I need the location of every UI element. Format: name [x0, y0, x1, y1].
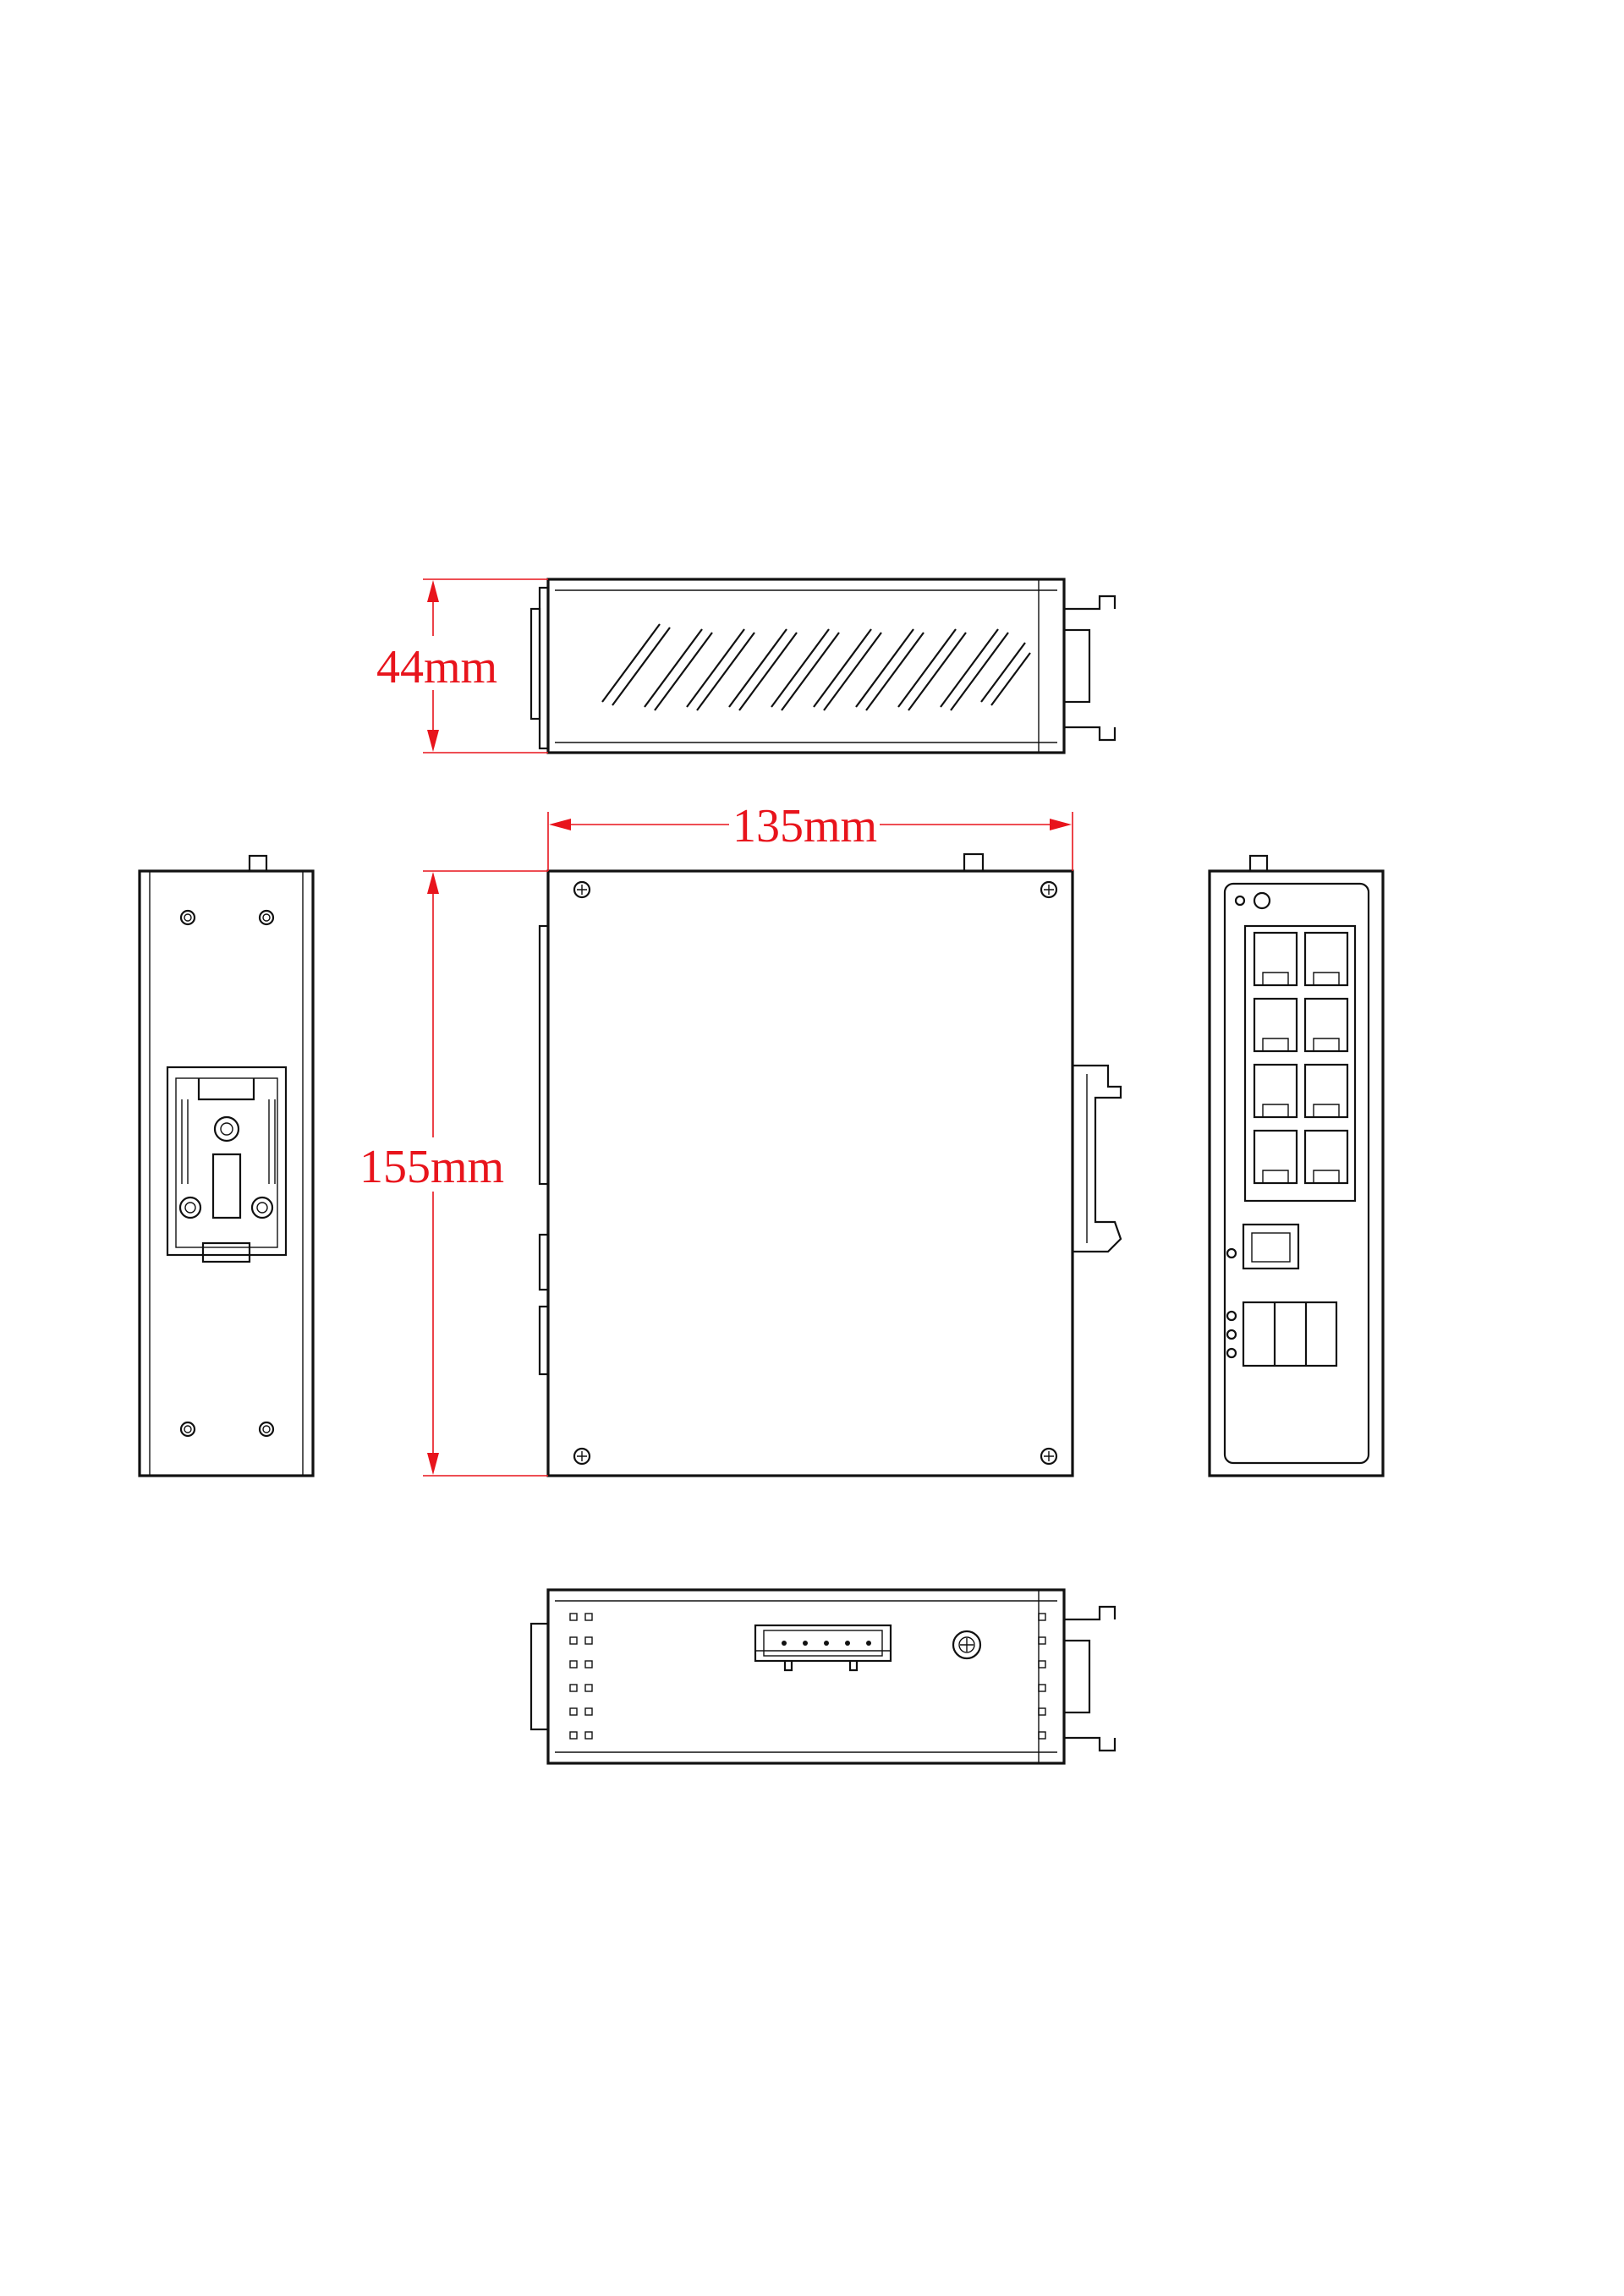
height-label: 44mm	[376, 641, 497, 693]
rj45-port	[1303, 1063, 1349, 1119]
bottom-view-housing	[546, 1588, 1066, 1765]
rj45-port	[1303, 931, 1349, 987]
width-label-backdrop	[729, 795, 880, 849]
width-arrow-right	[1050, 819, 1072, 830]
depth-arrow-bottom	[427, 1453, 439, 1475]
height-arrow-top	[427, 580, 439, 602]
rj45-port	[1303, 997, 1349, 1053]
front-panel-console-port	[1226, 1223, 1300, 1270]
width-label: 135mm	[732, 800, 877, 852]
rj45-port	[1303, 1129, 1349, 1185]
width-arrow-left	[549, 819, 571, 830]
depth-arrow-top	[427, 872, 439, 894]
bottom-view-vent-holes-left	[569, 1613, 593, 1740]
main-view-ground-screw	[963, 852, 985, 873]
front-panel-rj45-grid	[1243, 924, 1357, 1203]
main-view-screw-bottom-left	[573, 1447, 591, 1466]
front-panel-housing	[1208, 869, 1385, 1477]
top-view-left-tab	[529, 607, 541, 721]
rear-view-ground-screw	[248, 854, 268, 873]
front-panel-face	[1223, 882, 1370, 1465]
depth-label-backdrop	[355, 1137, 506, 1192]
front-panel-led-power	[1234, 895, 1246, 907]
bottom-view-din-rail-block	[1062, 1639, 1091, 1714]
rj45-port	[1253, 997, 1298, 1053]
bottom-view	[529, 1588, 1116, 1765]
rj45-port	[1253, 1063, 1298, 1119]
height-dimension: 44mm	[370, 578, 548, 753]
front-panel-sfp-ports	[1226, 1301, 1338, 1367]
main-view-left-rib	[538, 924, 550, 1186]
bottom-view-left-tab	[529, 1622, 550, 1731]
top-view-vent-slots	[601, 623, 1031, 711]
height-arrow-bottom	[427, 730, 439, 752]
rear-view-mount-holes	[179, 909, 275, 1438]
depth-label: 155mm	[359, 1141, 504, 1193]
main-view-housing	[546, 869, 1074, 1477]
rear-view	[138, 854, 315, 1477]
top-view-din-clip	[1064, 595, 1116, 742]
top-view-housing	[546, 578, 1066, 754]
front-panel-reset-button	[1253, 891, 1271, 910]
height-label-backdrop	[370, 636, 496, 690]
main-view-left-tab-2	[538, 1305, 550, 1376]
main-view-screw-top-right	[1040, 880, 1058, 899]
bottom-view-vent-holes-right	[1038, 1613, 1046, 1740]
depth-dimension: 155mm	[355, 870, 548, 1477]
front-panel-view	[1208, 854, 1385, 1477]
main-view	[538, 852, 1122, 1477]
bottom-view-ground-connector	[952, 1630, 982, 1660]
front-panel-ground-screw	[1248, 854, 1269, 873]
main-view-screw-top-left	[573, 880, 591, 899]
bottom-view-din-clip	[1064, 1605, 1116, 1752]
bottom-view-power-terminal	[754, 1624, 892, 1672]
rear-view-din-bracket	[166, 1066, 288, 1263]
rj45-port	[1253, 1129, 1298, 1185]
top-view	[529, 578, 1116, 754]
top-view-din-rail-block	[1062, 628, 1091, 704]
width-dimension: 135mm	[547, 795, 1073, 871]
rear-view-housing	[138, 869, 315, 1477]
main-view-left-tab-1	[538, 1233, 550, 1291]
main-view-screw-bottom-right	[1040, 1447, 1058, 1466]
rj45-port	[1253, 931, 1298, 987]
main-view-din-clip	[1073, 1064, 1122, 1253]
